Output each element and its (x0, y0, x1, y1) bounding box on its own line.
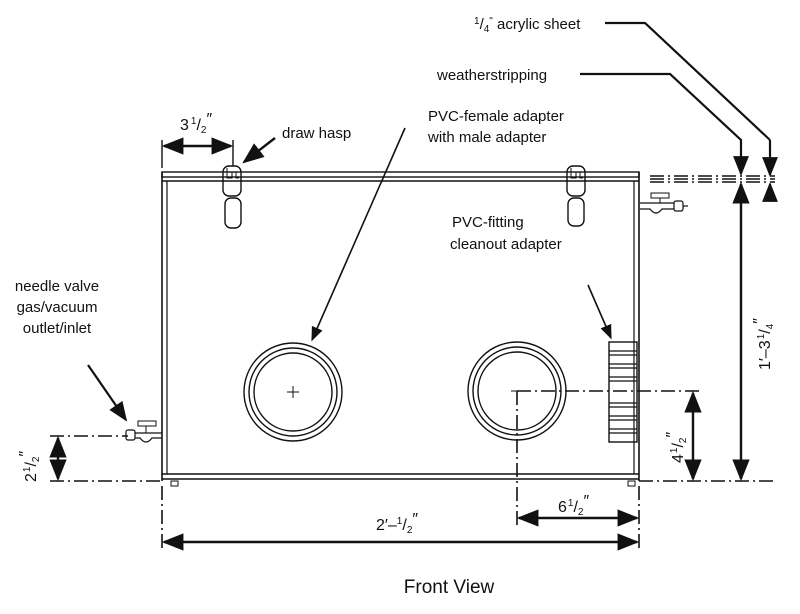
foot-left (170, 480, 179, 487)
leader-weatherstripping (580, 72, 749, 176)
label-draw-hasp: draw hasp (282, 125, 351, 142)
label-pvc-female-line1: PVC-female adapter (428, 108, 564, 125)
drawing-title: Front View (404, 577, 495, 598)
dim-text-valve-height: 21/2″ (17, 451, 42, 482)
label-acrylic-sheet: 1/4" acrylic sheet (474, 16, 581, 35)
dim-text-total-width: 2′–1/2″ (376, 511, 418, 536)
draw-hasp-left (222, 165, 242, 229)
needle-valve-left (125, 420, 162, 443)
leader-pvc-fitting (587, 284, 612, 340)
foot-right (627, 480, 636, 487)
center-lines (50, 140, 775, 548)
leader-pvc-female (311, 127, 406, 342)
label-needle-valve-line2: gas/vacuum (17, 299, 98, 316)
leader-lines (87, 21, 771, 422)
glove-port-left (243, 342, 343, 442)
label-pvc-female-line2: with male adapter (427, 129, 546, 146)
dim-text-port-offset: 61/2″ (558, 493, 589, 518)
label-pvc-fitting-line2: cleanout adapter (450, 236, 562, 253)
box-body (161, 171, 640, 487)
label-needle-valve-line3: outlet/inlet (23, 320, 92, 337)
dim-text-total-height: 1′–31/4″ (751, 318, 776, 370)
cleanout-adapter (608, 341, 638, 443)
label-weatherstripping: weatherstripping (436, 67, 547, 84)
label-pvc-fitting-line1: PVC-fitting (452, 214, 524, 231)
leader-needle-valve (87, 364, 128, 422)
leader-draw-hasp (242, 137, 276, 164)
leader-acrylic (605, 21, 771, 141)
needle-valve-right (640, 192, 688, 214)
dim-text-port-height: 41/2″ (664, 432, 689, 463)
dimension-lines (49, 137, 778, 551)
label-needle-valve-line1: needle valve (15, 278, 99, 295)
draw-hasp-right (566, 165, 586, 227)
